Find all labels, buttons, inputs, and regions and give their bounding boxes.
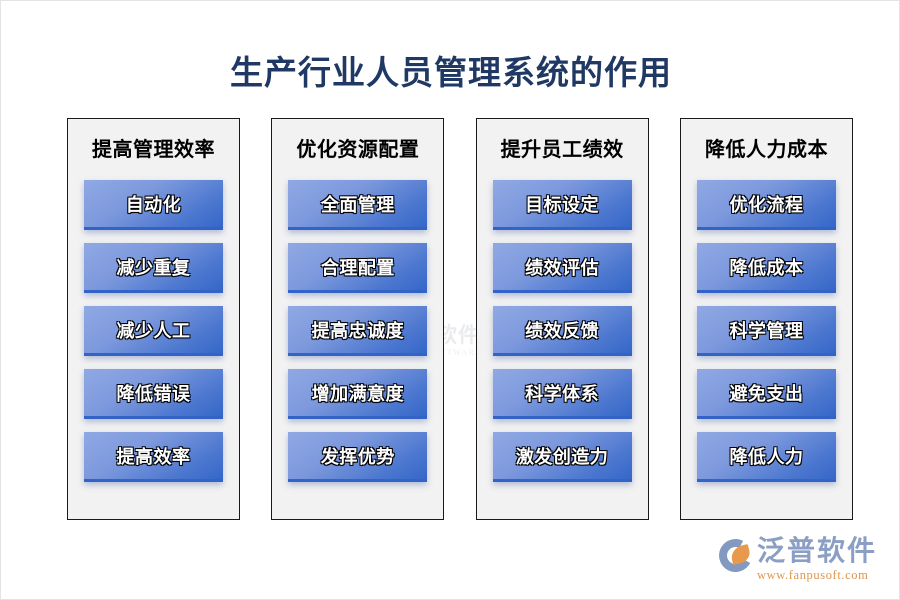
item-box[interactable]: 减少人工 [84,306,223,356]
column-card-4: 降低人力成本 优化流程 降低成本 科学管理 避免支出 降低人力 [679,118,853,520]
item-box[interactable]: 发挥优势 [288,432,428,482]
column-card-2: 优化资源配置 全面管理 合理配置 提高忠诚度 增加满意度 发挥优势 [271,118,445,520]
item-box[interactable]: 全面管理 [288,180,428,230]
item-box[interactable]: 提高效率 [84,432,223,482]
brand-logo[interactable]: 泛普软件 www.fanpusoft.com [714,534,877,582]
item-list-4: 优化流程 降低成本 科学管理 避免支出 降低人力 [681,180,852,482]
item-box[interactable]: 增加满意度 [288,369,428,419]
item-box[interactable]: 降低成本 [696,243,836,293]
columns-container: 提高管理效率 自动化 减少重复 减少人工 降低错误 提高效率 优化资源配置 全面… [67,118,853,520]
column-header-1: 提高管理效率 [92,139,215,161]
item-box[interactable]: 绩效反馈 [492,306,632,356]
item-box[interactable]: 降低错误 [84,369,223,419]
item-box[interactable]: 目标设定 [492,180,632,230]
item-list-3: 目标设定 绩效评估 绩效反馈 科学体系 激发创造力 [477,180,648,482]
item-box[interactable]: 减少重复 [84,243,223,293]
logo-url: www.fanpusoft.com [756,567,869,582]
item-box[interactable]: 降低人力 [696,432,836,482]
column-header-4: 降低人力成本 [704,139,828,161]
item-box[interactable]: 自动化 [84,180,223,230]
item-box[interactable]: 合理配置 [288,243,428,293]
item-box[interactable]: 激发创造力 [492,432,632,482]
column-header-2: 优化资源配置 [296,139,420,161]
logo-text: 泛普软件 www.fanpusoft.com [756,534,877,582]
item-box[interactable]: 绩效评估 [492,243,632,293]
item-box[interactable]: 科学体系 [492,369,632,419]
column-header-3: 提升员工绩效 [500,139,624,161]
column-card-1: 提高管理效率 自动化 减少重复 减少人工 降低错误 提高效率 [67,118,240,520]
item-list-2: 全面管理 合理配置 提高忠诚度 增加满意度 发挥优势 [272,180,443,482]
item-box[interactable]: 优化流程 [696,180,836,230]
fanpu-logo-icon [714,534,757,576]
column-card-3: 提升员工绩效 目标设定 绩效评估 绩效反馈 科学体系 激发创造力 [475,118,649,520]
item-box[interactable]: 科学管理 [696,306,836,356]
item-box[interactable]: 提高忠诚度 [288,306,428,356]
item-list-1: 自动化 减少重复 减少人工 降低错误 提高效率 [68,180,239,482]
item-box[interactable]: 避免支出 [696,369,836,419]
page-title: 生产行业人员管理系统的作用 [230,54,672,91]
logo-name-cn: 泛普软件 [756,534,877,566]
